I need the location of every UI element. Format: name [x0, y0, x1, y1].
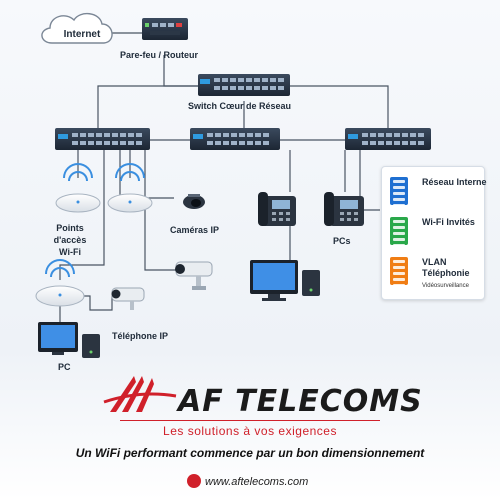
- ip-phone-icon-2: [324, 192, 364, 226]
- access-point-1: [55, 163, 101, 213]
- internet-label: Internet: [64, 29, 101, 40]
- access-switch-left: [55, 128, 150, 150]
- access-switch-right: [345, 128, 431, 150]
- pcs-label: PCs: [333, 236, 351, 246]
- tagline: Un WiFi performant commence par un bon d…: [75, 446, 425, 460]
- access-point-3: [35, 259, 85, 307]
- core-switch: [198, 74, 290, 96]
- firewall-router: [142, 18, 188, 40]
- desktop-pc-icon-1: [250, 260, 320, 301]
- firewall-label: Pare-feu / Routeur: [120, 50, 199, 60]
- af-logo-mark: [103, 376, 177, 412]
- connection-lines: [59, 32, 389, 322]
- ip-phone-icon-1: [258, 192, 296, 226]
- ip-phone-label: Téléphone IP: [112, 331, 169, 341]
- slogan-divider: [120, 420, 380, 421]
- legend-sublabel-voice: Vidéosurveillance: [422, 283, 469, 289]
- dome-camera-icon: [183, 194, 205, 209]
- bullet-camera-icon-2: [111, 287, 145, 310]
- brand-slogan: Les solutions à vos exigences: [163, 424, 337, 438]
- legend-label-voice: VLAN Téléphonie Vidéosurveillance: [422, 257, 470, 289]
- bullet-camera-icon-1: [175, 261, 213, 290]
- server-rack-icon-green: [390, 217, 408, 247]
- access-point-2: [107, 163, 153, 213]
- vlan-legend: Réseau Interne Wi-Fi Invités VLAN Téléph…: [381, 166, 487, 300]
- brand-name: AF TELECOMS: [178, 384, 423, 419]
- server-rack-icon-blue: [390, 177, 408, 207]
- desktop-pc-icon-2: [38, 322, 100, 358]
- legend-label-guest: Wi-Fi Invités: [422, 217, 475, 227]
- website-link[interactable]: www.aftelecoms.com: [205, 476, 309, 488]
- legend-label-internal: Réseau Interne: [422, 177, 487, 187]
- pc-label: PC: [58, 362, 71, 372]
- server-rack-icon-orange: [390, 257, 408, 287]
- globe-icon: [187, 474, 201, 488]
- core-switch-label: Switch Cœur de Réseau: [188, 101, 292, 111]
- internet-cloud: Internet: [41, 13, 113, 44]
- access-switch-middle: [190, 128, 280, 150]
- ip-cameras-label: Caméras IP: [170, 225, 220, 235]
- access-points-label: Points d'accès Wi-Fi: [53, 223, 87, 257]
